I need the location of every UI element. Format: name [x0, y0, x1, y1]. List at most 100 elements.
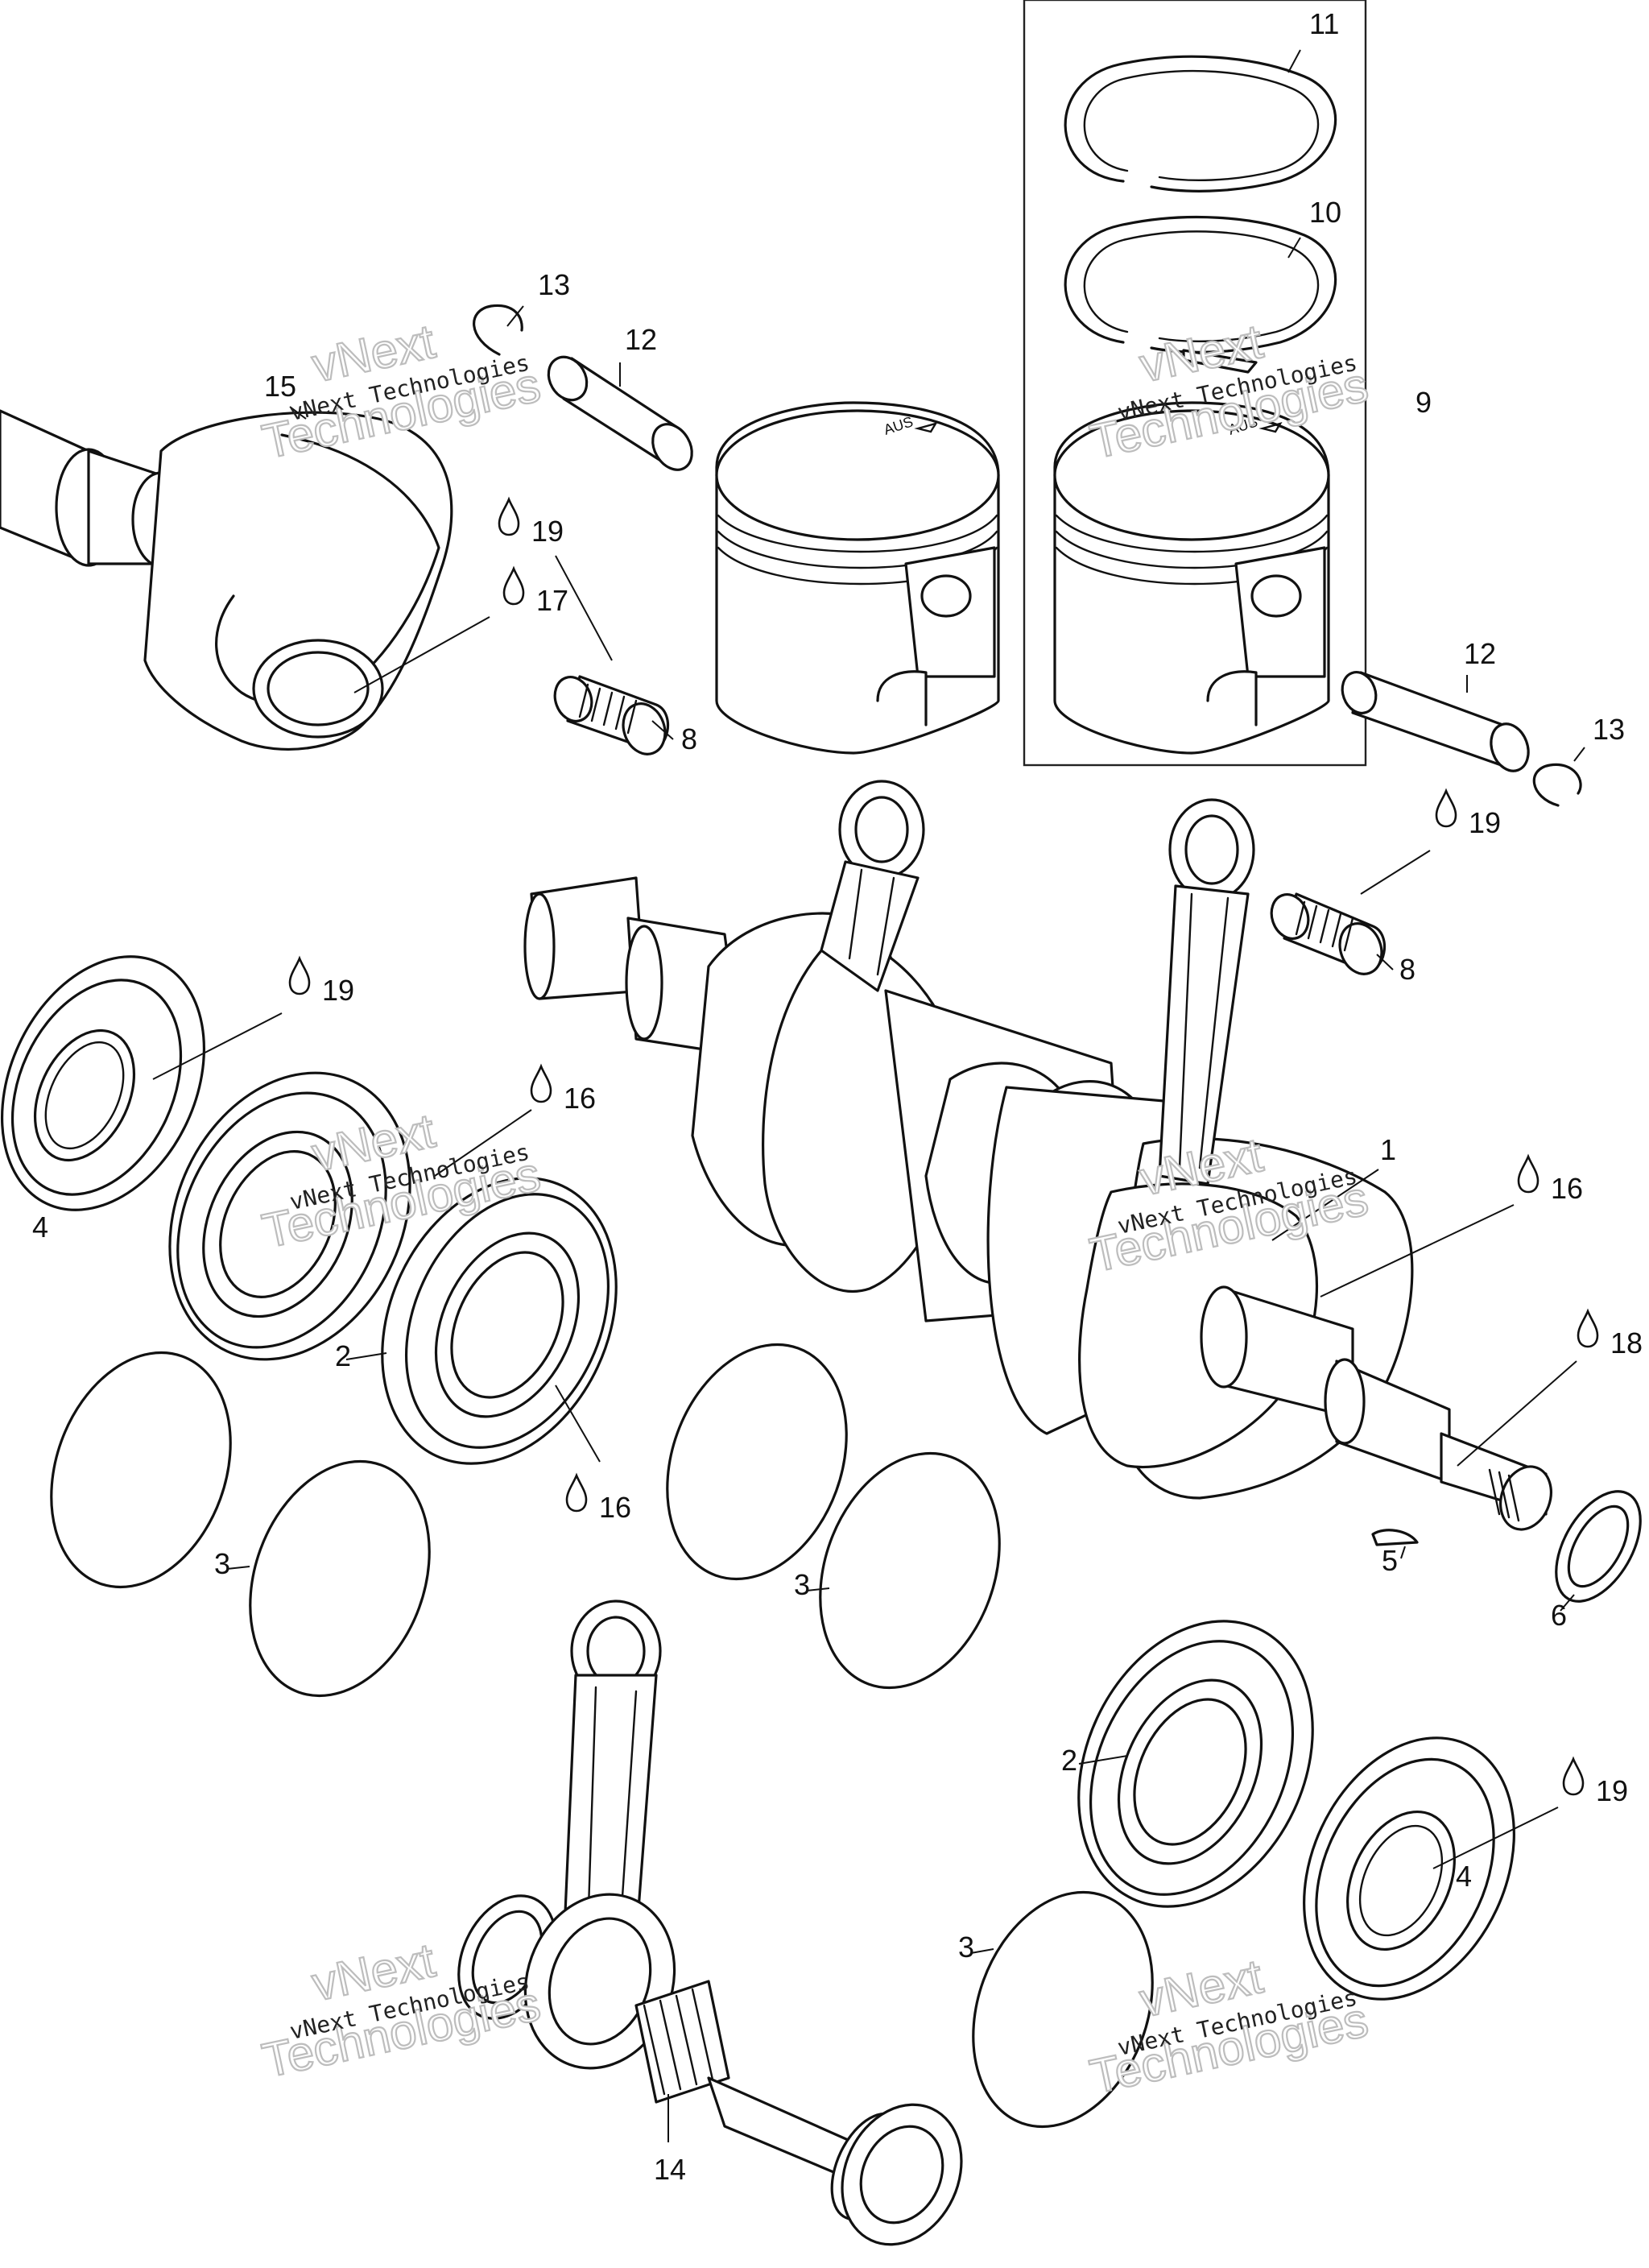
callout-c4a: 4 — [32, 1211, 48, 1244]
callout-c17: 17 — [502, 565, 568, 617]
leader-c3b — [806, 1587, 830, 1591]
leader-c2a — [345, 1352, 387, 1360]
callout-number: 3 — [958, 1931, 974, 1964]
piston-kit-frame — [1023, 0, 1367, 767]
leader-c13b — [1573, 747, 1585, 762]
leader-c19c — [152, 1012, 283, 1080]
callout-c8a: 8 — [681, 722, 697, 755]
o-ring-center-1 — [666, 1343, 848, 1581]
lubricant-drop-icon — [565, 1472, 588, 1513]
leader-c17 — [353, 616, 490, 693]
piston-pin-lower — [1341, 671, 1530, 772]
o-ring-lower-right — [972, 1890, 1154, 2129]
callout-number: 15 — [264, 370, 296, 403]
crankshaft-assembly — [523, 876, 1552, 1531]
leader-c1 — [1271, 1169, 1379, 1241]
callout-c16b: 16 — [565, 1472, 631, 1524]
callout-number: 19 — [1596, 1774, 1628, 1807]
callout-c12a: 12 — [625, 323, 657, 356]
leader-c18 — [1457, 1360, 1577, 1467]
callout-c3c: 3 — [958, 1931, 974, 1964]
callout-c19b: 19 — [1435, 788, 1501, 839]
callout-c1: 1 — [1380, 1133, 1396, 1166]
lubricant-drop-icon — [498, 496, 520, 536]
o-ring-center-2 — [819, 1451, 1001, 1690]
callout-c9: 9 — [1415, 386, 1432, 419]
callout-number: 8 — [681, 722, 697, 755]
circlip-lower — [1532, 763, 1582, 807]
callout-c16c: 16 — [1517, 1153, 1583, 1205]
callout-number: 4 — [1456, 1860, 1472, 1893]
callout-number: 2 — [335, 1339, 351, 1372]
callout-number: 13 — [538, 268, 570, 301]
callout-c16a: 16 — [530, 1063, 596, 1115]
callout-c8b: 8 — [1399, 953, 1415, 986]
callout-c11: 11 — [1309, 7, 1339, 40]
connecting-rod-kit — [457, 1600, 963, 2246]
callout-number: 3 — [214, 1547, 230, 1580]
leader-c6 — [1560, 1594, 1575, 1612]
leader-c15 — [289, 406, 307, 420]
callout-number: 12 — [1464, 637, 1496, 670]
callout-c10: 10 — [1309, 196, 1341, 229]
leader-c5 — [1400, 1546, 1406, 1559]
needle-bearing-upper — [553, 675, 669, 755]
oil-seal-left — [0, 955, 206, 1211]
connecting-rod-left — [820, 780, 925, 992]
callout-number: 8 — [1399, 953, 1415, 986]
lubricant-drop-icon — [1435, 788, 1457, 828]
oil-seal-right — [1303, 1736, 1515, 2001]
piston-ring-top — [1064, 55, 1337, 192]
leader-c8b — [1376, 954, 1394, 971]
callout-c6: 6 — [1551, 1599, 1567, 1632]
callout-number: 16 — [564, 1082, 596, 1115]
leader-c19b — [1360, 850, 1431, 895]
callout-number: 16 — [599, 1491, 631, 1524]
callout-number: 19 — [322, 974, 354, 1007]
callout-c19c: 19 — [288, 955, 354, 1007]
callout-c3b: 3 — [794, 1568, 810, 1601]
leader-c16c — [1320, 1204, 1515, 1297]
callout-number: 2 — [1061, 1744, 1077, 1777]
callout-c12b: 12 — [1464, 637, 1496, 670]
callout-c13b: 13 — [1593, 713, 1625, 746]
connecting-rod-right — [1158, 798, 1255, 1186]
callout-number: 14 — [654, 2153, 686, 2186]
leader-c13a — [506, 305, 524, 327]
piston-right — [1053, 401, 1330, 755]
leader-c11 — [1287, 49, 1301, 73]
callout-c4b: 4 — [1456, 1860, 1472, 1893]
callout-number: 19 — [531, 515, 564, 548]
callout-c15: 15 — [264, 370, 296, 403]
leader-c16b — [555, 1384, 601, 1463]
lock-washer — [1555, 1490, 1642, 1603]
callout-number: 4 — [32, 1211, 48, 1244]
callout-number: 3 — [794, 1568, 810, 1601]
callout-c19d: 19 — [1562, 1756, 1628, 1807]
callout-c13a: 13 — [538, 268, 570, 301]
needle-bearing-right — [1270, 892, 1386, 975]
ball-bearing-right — [1077, 1620, 1314, 1908]
callout-number: 1 — [1380, 1133, 1396, 1166]
piston-left — [715, 401, 1000, 755]
callout-number: 9 — [1415, 386, 1432, 419]
circlip-upper — [473, 304, 523, 356]
o-ring-left-2 — [249, 1459, 431, 1698]
leader-c19d — [1432, 1807, 1559, 1869]
woodruff-key — [1371, 1529, 1419, 1546]
callout-number: 17 — [536, 584, 568, 617]
callout-c2b: 2 — [1061, 1744, 1077, 1777]
leader-c10 — [1287, 237, 1301, 259]
leader-c3a — [226, 1566, 250, 1570]
arrow-icon — [914, 422, 938, 433]
lubricant-drop-icon — [288, 955, 311, 995]
callout-number: 6 — [1551, 1599, 1567, 1632]
ball-bearing-center — [381, 1177, 618, 1465]
lubricant-drop-icon — [502, 565, 525, 606]
lubricant-drop-icon — [530, 1063, 552, 1103]
leader-c16a — [434, 1109, 532, 1177]
ball-bearing-left — [168, 1071, 411, 1361]
leader-c2b — [1078, 1755, 1128, 1765]
